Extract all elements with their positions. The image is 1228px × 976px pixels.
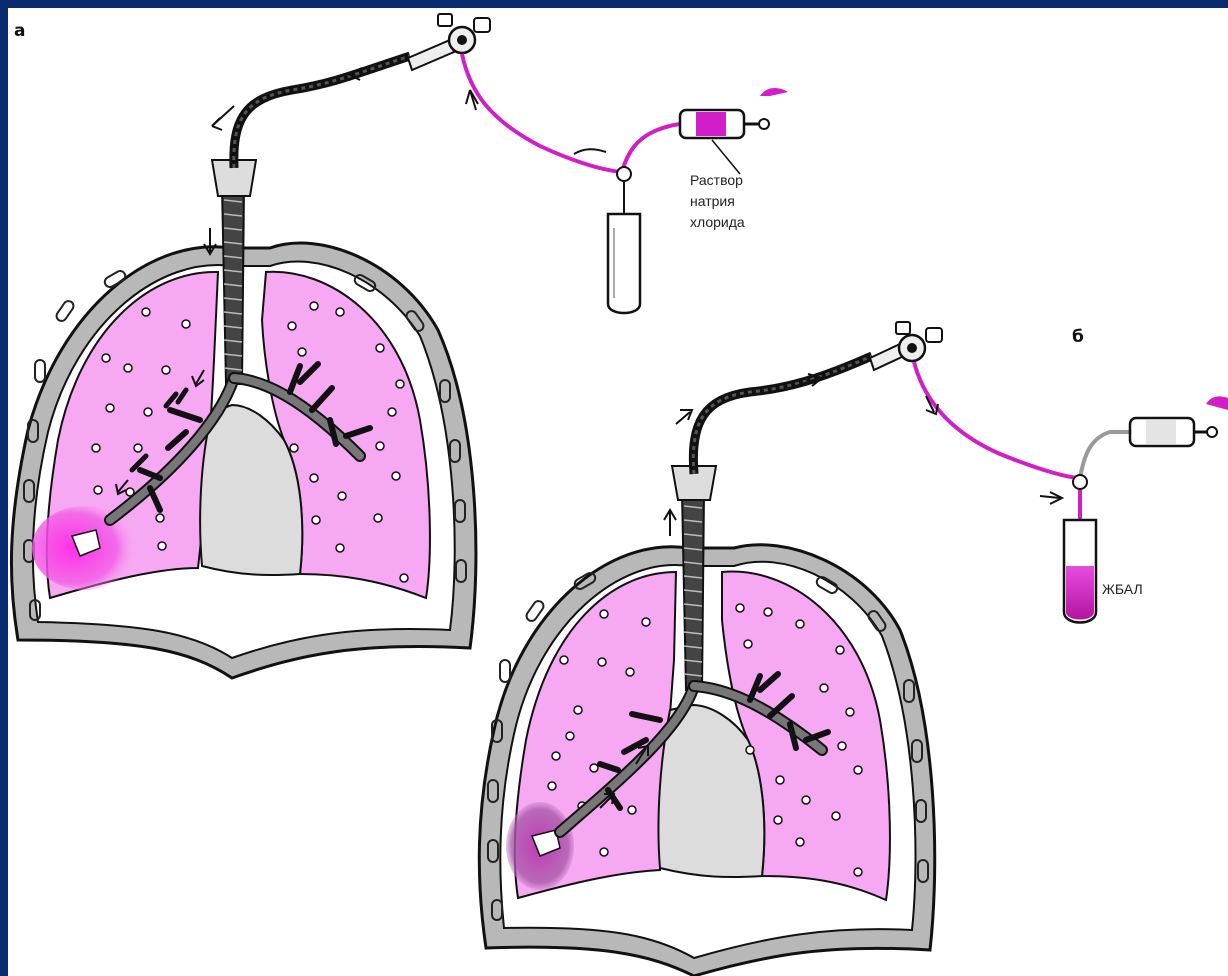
syringe-tube-b [1080, 432, 1132, 478]
label-bal-fluid: ЖБАЛ [1102, 581, 1143, 597]
test-tube-icon [1064, 520, 1096, 623]
syringe-icon [680, 88, 788, 138]
label-line-1: Раствор [690, 172, 743, 188]
catheter-a [462, 54, 700, 172]
test-tube-icon [608, 214, 640, 313]
diagram-frame: а [8, 8, 1228, 976]
syringe-icon [1130, 396, 1228, 446]
stopcock-b [1073, 475, 1087, 489]
panel-a-letter: а [14, 21, 25, 41]
lavage-diagram: а [8, 8, 1228, 976]
bronchoscope-icon [693, 322, 942, 474]
catheter-b [914, 362, 1078, 478]
label-line-2: натрия [690, 193, 735, 209]
label-pointer-a [712, 140, 740, 174]
bronchoscope-icon [234, 14, 490, 168]
panel-b: б [479, 322, 1228, 976]
stopcock-a [617, 167, 631, 181]
panel-b-letter: б [1072, 327, 1084, 347]
label-line-3: хлорида [690, 214, 745, 230]
